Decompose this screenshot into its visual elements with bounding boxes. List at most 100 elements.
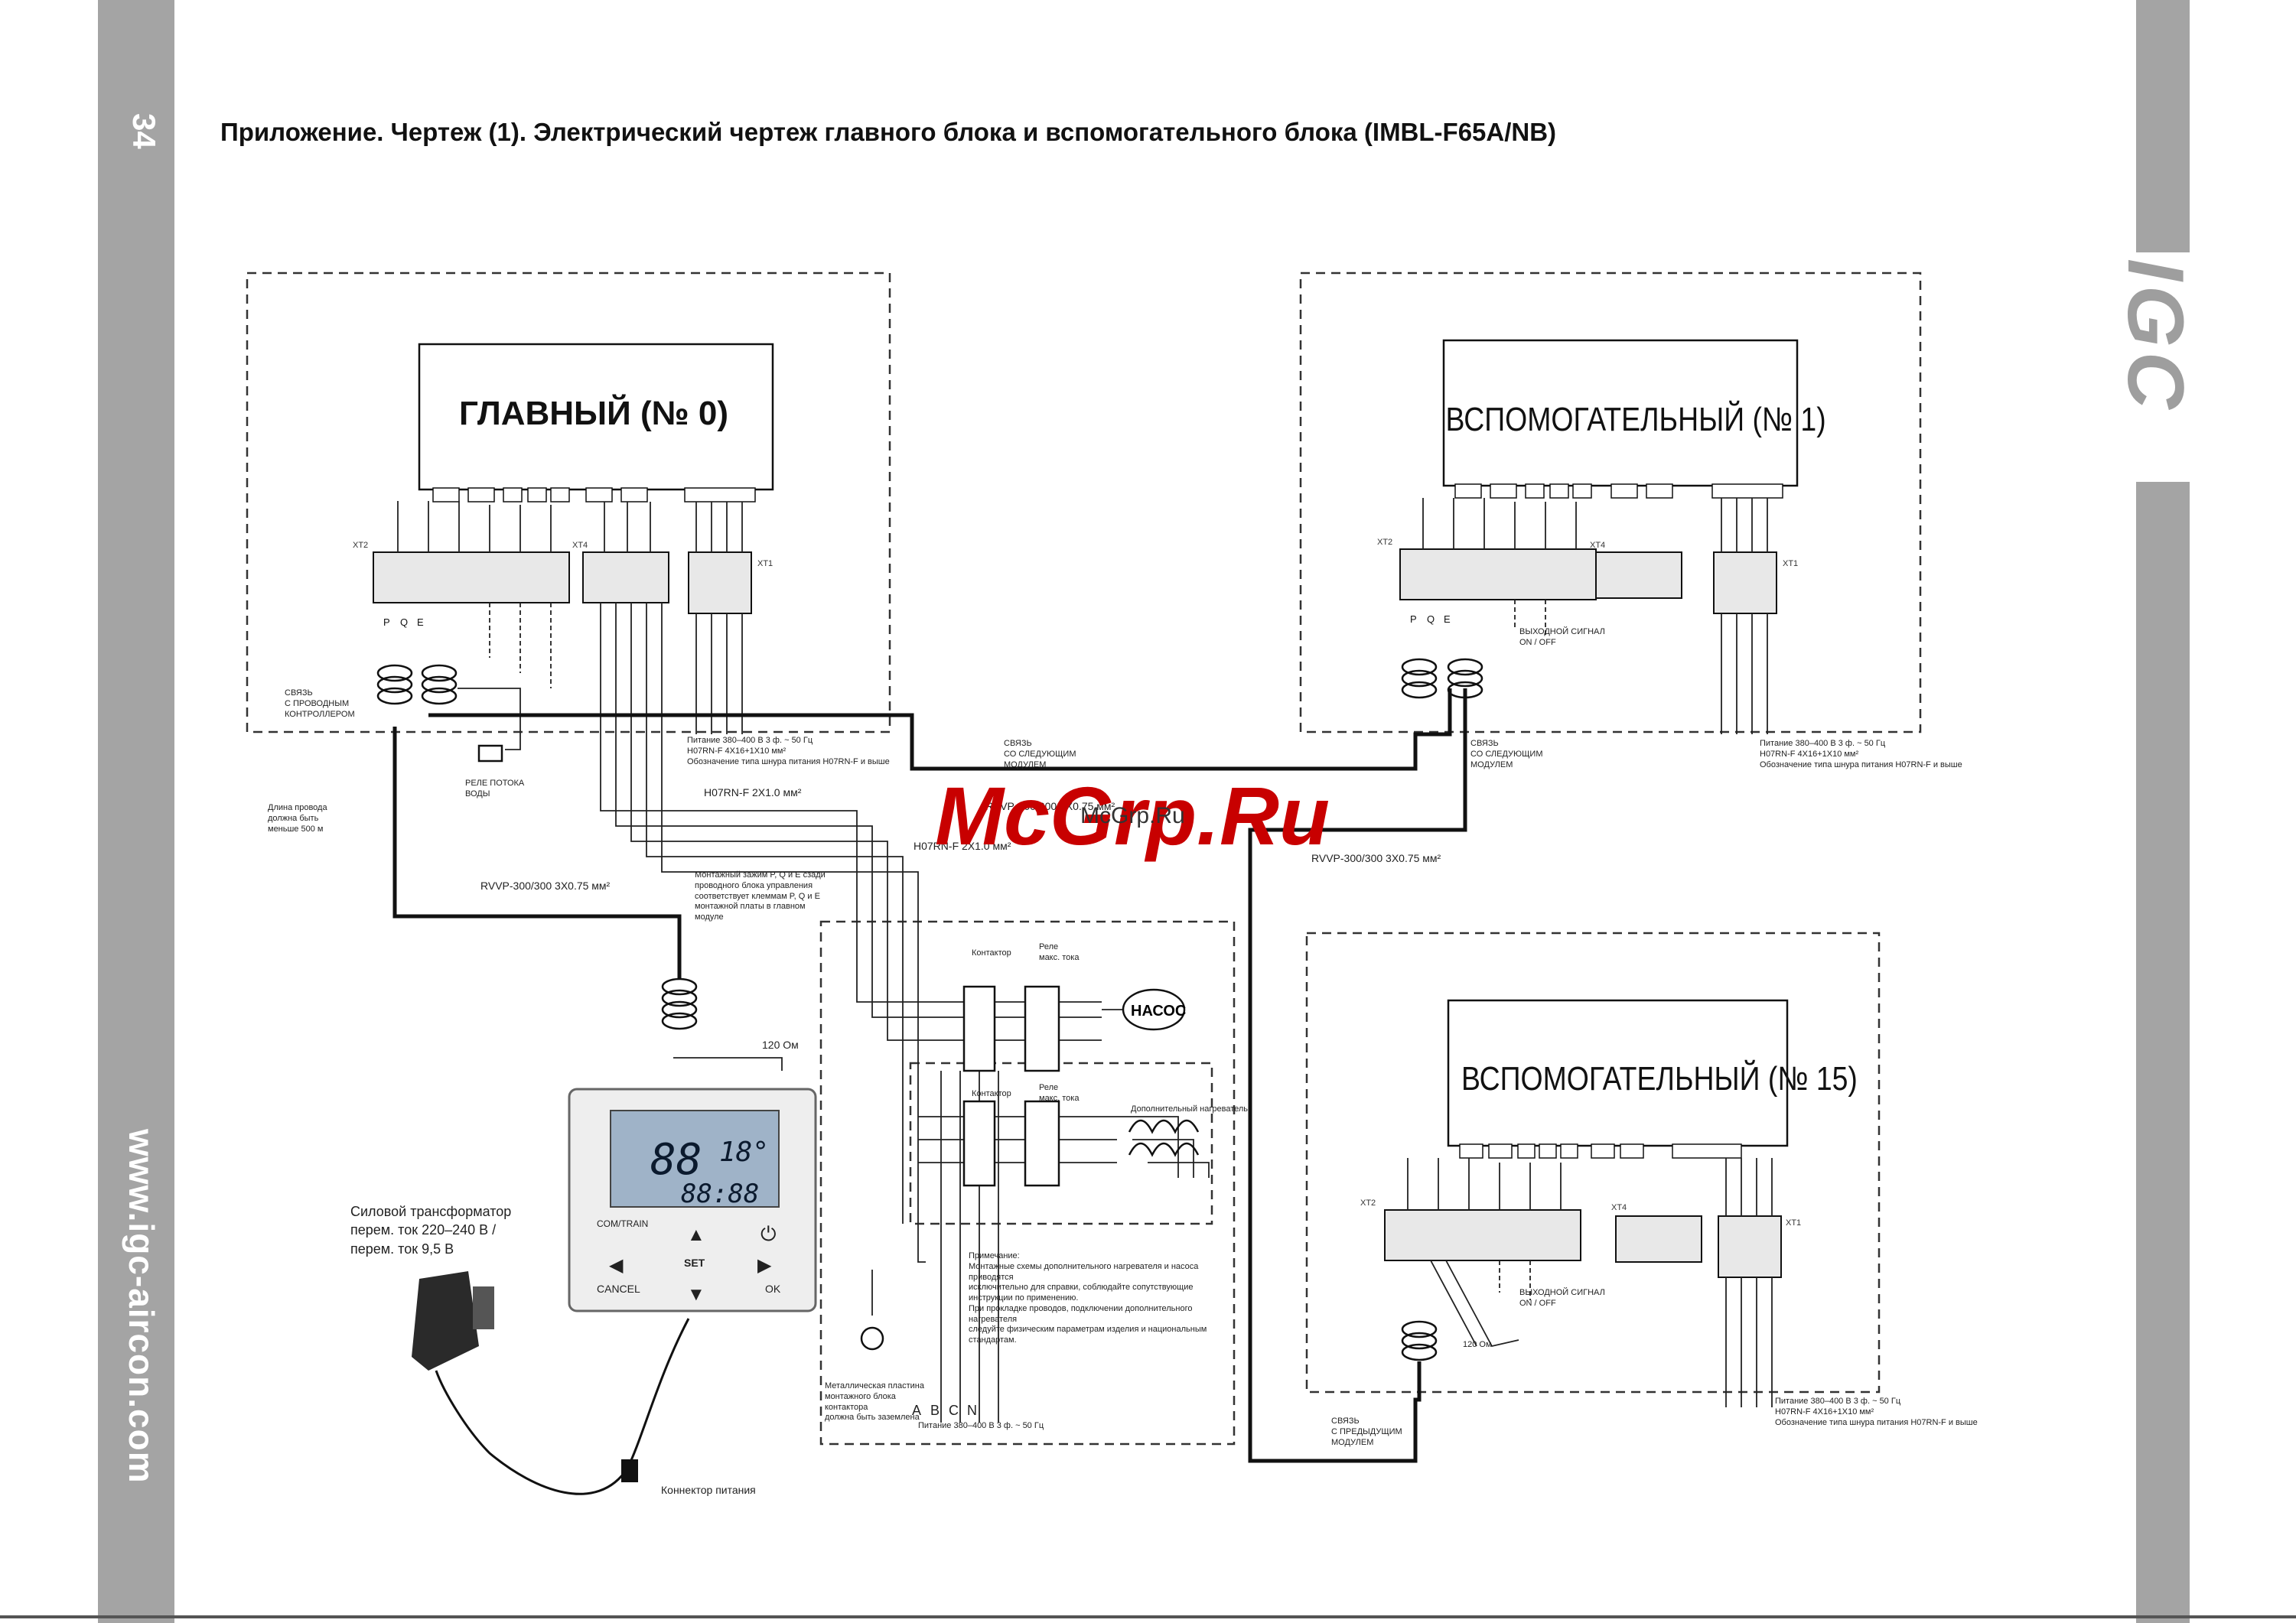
ok-button[interactable]: OK: [765, 1283, 781, 1295]
comm-cable-controller: [392, 727, 682, 979]
extra-heater-label: Дополнительный нагреватель: [1131, 1104, 1249, 1114]
aux1-xt1-label: XT1: [1783, 559, 1798, 568]
resistor-120-a-label: 120 Ом: [762, 1039, 799, 1051]
aux15-xt4-label: XT4: [1611, 1203, 1627, 1212]
link-wired-controller-label: СВЯЗЬ С ПРОВОДНЫМ КОНТРОЛЛЕРОМ: [285, 688, 355, 719]
main-xt1-label: XT1: [757, 559, 773, 568]
set-button[interactable]: SET: [684, 1257, 705, 1269]
display-main-value: 88: [650, 1135, 702, 1185]
contactor-1-symbol: [962, 985, 996, 1072]
power-icon[interactable]: ⏻: [760, 1222, 777, 1245]
link-next-module-aux-label: СВЯЗЬ СО СЛЕДУЮЩИМ МОДУЛЕМ: [1470, 739, 1543, 769]
aux1-xt2-label: XT2: [1377, 538, 1392, 547]
main-e-label: E: [417, 616, 424, 628]
link-prev-module-label: СВЯЗЬ С ПРЕДЫДУЩИМ МОДУЛЕМ: [1331, 1416, 1402, 1447]
cable-rvvp-a-label: RVVP-300/300 3X0.75 мм²: [985, 800, 1115, 812]
cable-rvvp-b-label: RVVP-300/300 3X0.75 мм²: [480, 880, 611, 892]
relay-1-symbol: [1024, 985, 1060, 1072]
ground-symbol: [860, 1326, 884, 1351]
right-arrow-icon[interactable]: ▶: [757, 1255, 772, 1276]
controller-display: [610, 1110, 780, 1208]
phase-a-label: A: [912, 1403, 922, 1418]
comm-cable-main-aux1: [428, 688, 1452, 771]
power-pump-panel-label: Питание 380–400 В 3 ф. ~ 50 Гц: [918, 1421, 1044, 1430]
phase-c-label: C: [949, 1403, 959, 1418]
aux15-xt4-block: [1615, 1215, 1702, 1263]
aux1-unit-box: [1442, 339, 1799, 487]
cancel-button[interactable]: CANCEL: [597, 1283, 640, 1295]
contactor-1-label: Контактор: [972, 948, 1011, 958]
transformer-label: Силовой трансформатор перем. ток 220–240…: [350, 1204, 512, 1257]
output-signal-1-label: ВЫХОДНОЙ СИГНАЛ ON / OFF: [1519, 627, 1605, 647]
left-arrow-icon[interactable]: ◀: [609, 1255, 624, 1276]
aux15-xt2-block: [1384, 1209, 1581, 1261]
main-xt1-block: [688, 551, 752, 614]
pump-heater-panel-frame: [819, 920, 1236, 1446]
aux15-xt1-block: [1718, 1215, 1782, 1278]
output-signal-2-label: ВЫХОДНОЙ СИГНАЛ ON / OFF: [1519, 1288, 1605, 1308]
pump-label: НАСОС: [1131, 1003, 1186, 1020]
main-xt2-label: XT2: [353, 541, 368, 550]
installation-note: Примечание: Монтажные схемы дополнительн…: [969, 1251, 1207, 1345]
aux1-p-label: P: [1410, 613, 1417, 625]
cable-h07-b-label: H07RN-F 2X1.0 мм²: [914, 840, 1011, 852]
aux15-unit-title: ВСПОМОГАТЕЛЬНЫЙ (№ 15): [1461, 1059, 1858, 1098]
power-main-label: Питание 380–400 В 3 ф. ~ 50 Гц H07RN-F 4…: [687, 736, 890, 766]
aux1-xt4-block: [1595, 551, 1682, 599]
aux1-unit-frame: [1299, 272, 1922, 733]
watermark: McGrp.Ru: [935, 769, 1330, 862]
wired-controller: [568, 1088, 817, 1312]
relay-2-symbol: [1024, 1100, 1060, 1187]
main-xt2-block: [373, 551, 570, 603]
aux15-xt1-label: XT1: [1786, 1218, 1801, 1228]
aux15-unit-box: [1447, 999, 1789, 1147]
metal-plate-note: Металлическая пластина монтажного блока …: [825, 1381, 924, 1423]
power-aux15-label: Питание 380–400 В 3 ф. ~ 50 Гц H07RN-F 4…: [1775, 1397, 1978, 1427]
watermark-small: McGrp.Ru: [1080, 803, 1185, 828]
aux1-xt1-block: [1713, 551, 1777, 614]
contactor-2-symbol: [962, 1100, 996, 1187]
comfort-button[interactable]: COM/TRAIN: [597, 1218, 648, 1229]
main-q-label: Q: [400, 616, 408, 628]
heater-symbol: [1128, 1119, 1200, 1134]
display-temperature: 18°: [719, 1137, 769, 1168]
cable-rvvp-c-label: RVVP-300/300 3X0.75 мм²: [1311, 852, 1441, 864]
up-arrow-icon[interactable]: ▲: [687, 1225, 705, 1245]
aux1-q-label: Q: [1427, 613, 1435, 625]
bottom-rule: [0, 1615, 2296, 1618]
heater-subframe: [909, 1062, 1213, 1225]
left-sidebar: [98, 0, 174, 1623]
display-time: 88:88: [681, 1179, 759, 1209]
resistor-120-b-label: 120 Ом: [1463, 1340, 1492, 1349]
phase-b-label: B: [930, 1403, 940, 1418]
aux1-e-label: E: [1444, 613, 1451, 625]
power-aux1-label: Питание 380–400 В 3 ф. ~ 50 Гц H07RN-F 4…: [1760, 739, 1962, 769]
down-arrow-icon[interactable]: ▼: [687, 1284, 705, 1305]
aux1-xt2-block: [1399, 548, 1597, 600]
flow-relay-symbol: [477, 744, 503, 763]
main-unit-frame: [246, 272, 891, 733]
comm-cable-aux1-aux15: [1248, 688, 1467, 1463]
water-flow-relay-label: РЕЛЕ ПОТОКА ВОДЫ: [465, 779, 525, 798]
page-title: Приложение. Чертеж (1). Электрический че…: [220, 118, 1557, 146]
relay-1-label: Реле макс. тока: [1039, 942, 1080, 962]
link-next-module-main-label: СВЯЗЬ СО СЛЕДУЮЩИМ МОДУЛЕМ: [1004, 739, 1076, 769]
aux15-xt2-label: XT2: [1360, 1199, 1376, 1208]
relay-2-label: Реле макс. тока: [1039, 1083, 1080, 1103]
cable-h07-a-label: H07RN-F 2X1.0 мм²: [704, 786, 802, 798]
power-transformer: [412, 1271, 690, 1495]
contactor-2-label: Контактор: [972, 1089, 1011, 1098]
main-p-label: P: [383, 616, 390, 628]
main-xt4-block: [582, 551, 669, 603]
aux15-unit-frame: [1305, 932, 1881, 1394]
pump-symbol: [1122, 988, 1186, 1031]
aux1-unit-title: ВСПОМОГАТЕЛЬНЫЙ (№ 1): [1446, 400, 1826, 438]
connector-label: Коннектор питания: [661, 1484, 756, 1496]
mounting-note: Монтажный зажим P, Q и E сзади проводног…: [695, 870, 826, 922]
main-unit-title: ГЛАВНЫЙ (№ 0): [459, 393, 728, 432]
main-unit-box: [418, 343, 774, 491]
wire-length-note: Длина провода должна быть меньше 500 м: [268, 803, 327, 834]
main-xt4-label: XT4: [572, 541, 588, 550]
neutral-n-label: N: [967, 1403, 977, 1418]
